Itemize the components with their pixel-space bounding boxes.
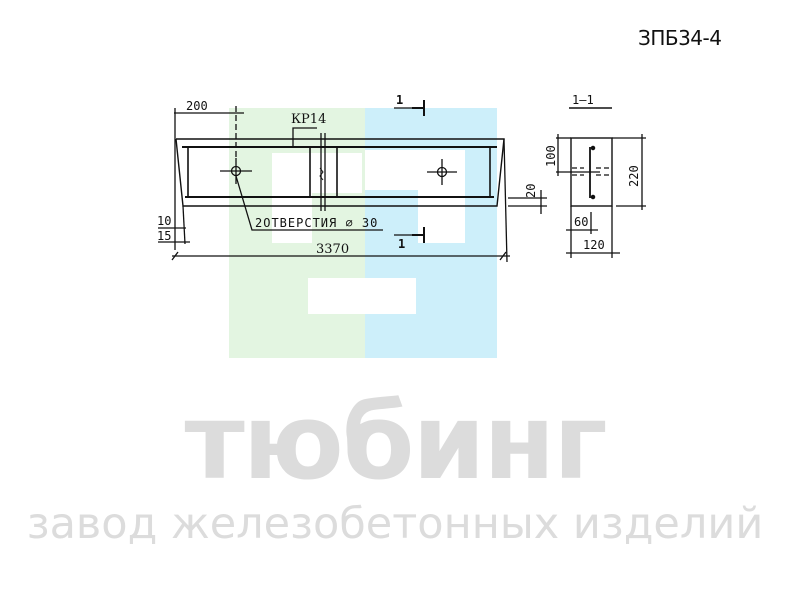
dim-100: 100 [544, 145, 558, 167]
dim-60: 60 [574, 215, 588, 229]
dim-120: 120 [583, 238, 605, 252]
section-marker-top: 1 [396, 93, 403, 107]
dim-3370: 3370 [316, 242, 349, 257]
beam-outline [175, 138, 505, 207]
section-title: 1–1 [572, 93, 594, 107]
watermark-logo-cutout-4 [418, 190, 465, 243]
dim-220: 220 [627, 165, 641, 187]
dim-200: 200 [186, 99, 208, 113]
rebar-label-kp14: КР14 [291, 112, 326, 127]
dim-10: 10 [157, 214, 171, 228]
watermark-logo-cutout-3 [365, 150, 465, 190]
holes-label: 2ОТВЕРСТИЯ ⌀ 30 [255, 216, 378, 230]
watermark-logo-cutout-5 [308, 278, 416, 314]
watermark-tagline: завод железобетонных изделий [26, 499, 764, 549]
watermark-brand-name: тюбинг [184, 381, 607, 503]
dim-20: 20 [524, 184, 538, 198]
product-code-title: ЗПБ34-4 [638, 26, 722, 50]
dim-15: 15 [157, 229, 171, 243]
section-marker-bottom: 1 [398, 237, 405, 251]
